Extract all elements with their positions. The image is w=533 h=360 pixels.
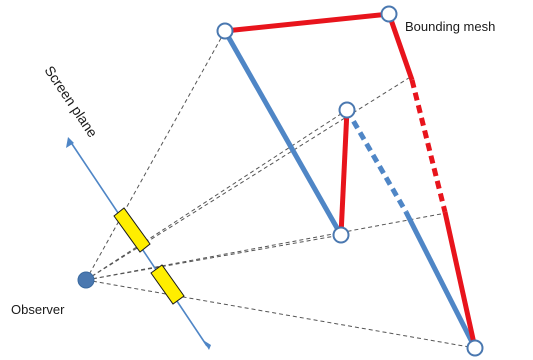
hidden-edge-long-left (222, 29, 344, 237)
hidden-edge-solid (403, 210, 478, 350)
sight-line-lower-right (85, 212, 447, 281)
visible-edge-right-lower (442, 211, 478, 349)
vertex-bottom-right (466, 339, 484, 357)
vertex-lower (332, 226, 350, 244)
vertex-top-left (216, 22, 234, 40)
visible-edges (224, 11, 478, 349)
screen-plane (66, 137, 211, 350)
bounding-mesh-label: Bounding mesh (405, 19, 495, 34)
visible-edge-inner-left (338, 109, 350, 236)
projection-segment-lower (150, 264, 185, 305)
visible-edge-top (224, 11, 390, 34)
visible-edge-right-upper (386, 13, 415, 81)
sight-line-upper-right (85, 75, 413, 281)
screen-plane-arrow-bottom (203, 340, 211, 350)
projection-segment-upper (113, 207, 151, 253)
sight-lines (85, 30, 476, 349)
mesh-vertices (216, 5, 484, 357)
visible-edge-right-dotted (409, 79, 448, 213)
vertex-top-right (380, 5, 398, 23)
sight-line-top-left-vertex (85, 30, 226, 281)
screen-plane-label: Screen plane (42, 63, 102, 141)
hidden-edge-dotted (344, 108, 409, 214)
sight-line-mid-vertex (85, 109, 348, 281)
hidden-edges (222, 29, 478, 350)
observer-point (77, 271, 95, 289)
screen-plane-arrow-top (66, 137, 74, 148)
observer-label: Observer (11, 302, 65, 317)
vertex-middle (338, 101, 356, 119)
sight-line-bottom-vertex (85, 279, 476, 349)
